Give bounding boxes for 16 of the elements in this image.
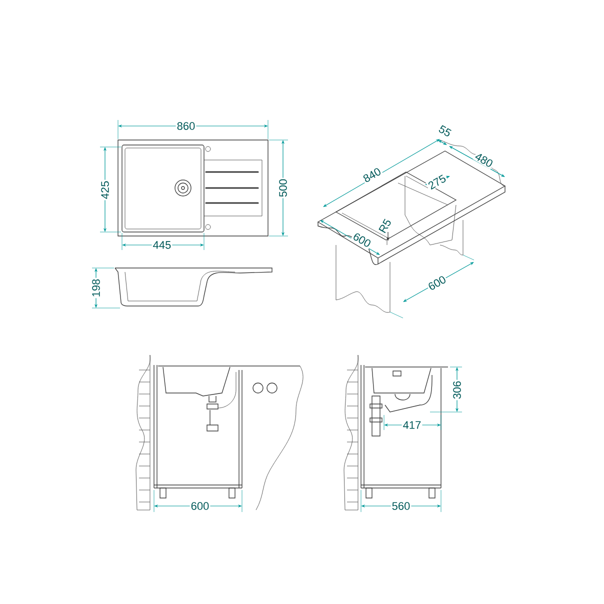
dimension-label: 480 (472, 150, 496, 170)
dimension-label: 860 (176, 121, 196, 131)
dimension-label: 275 (426, 172, 448, 192)
dimension-label: 600 (426, 274, 448, 292)
dimension-label: 500 (278, 178, 288, 198)
dimension-label: 560 (390, 501, 412, 511)
dimension-label: 425 (100, 180, 110, 200)
dimension-label: R5 (378, 218, 391, 234)
dimension-label: 840 (360, 166, 384, 184)
dimension-label: 417 (402, 420, 422, 430)
dimension-label: 306 (452, 380, 462, 400)
dimension-label: 600 (350, 230, 374, 250)
dimension-label: 55 (436, 123, 454, 139)
dimension-label: 198 (91, 278, 101, 298)
dimension-label: 445 (152, 240, 172, 250)
dimension-label: 600 (190, 501, 210, 511)
